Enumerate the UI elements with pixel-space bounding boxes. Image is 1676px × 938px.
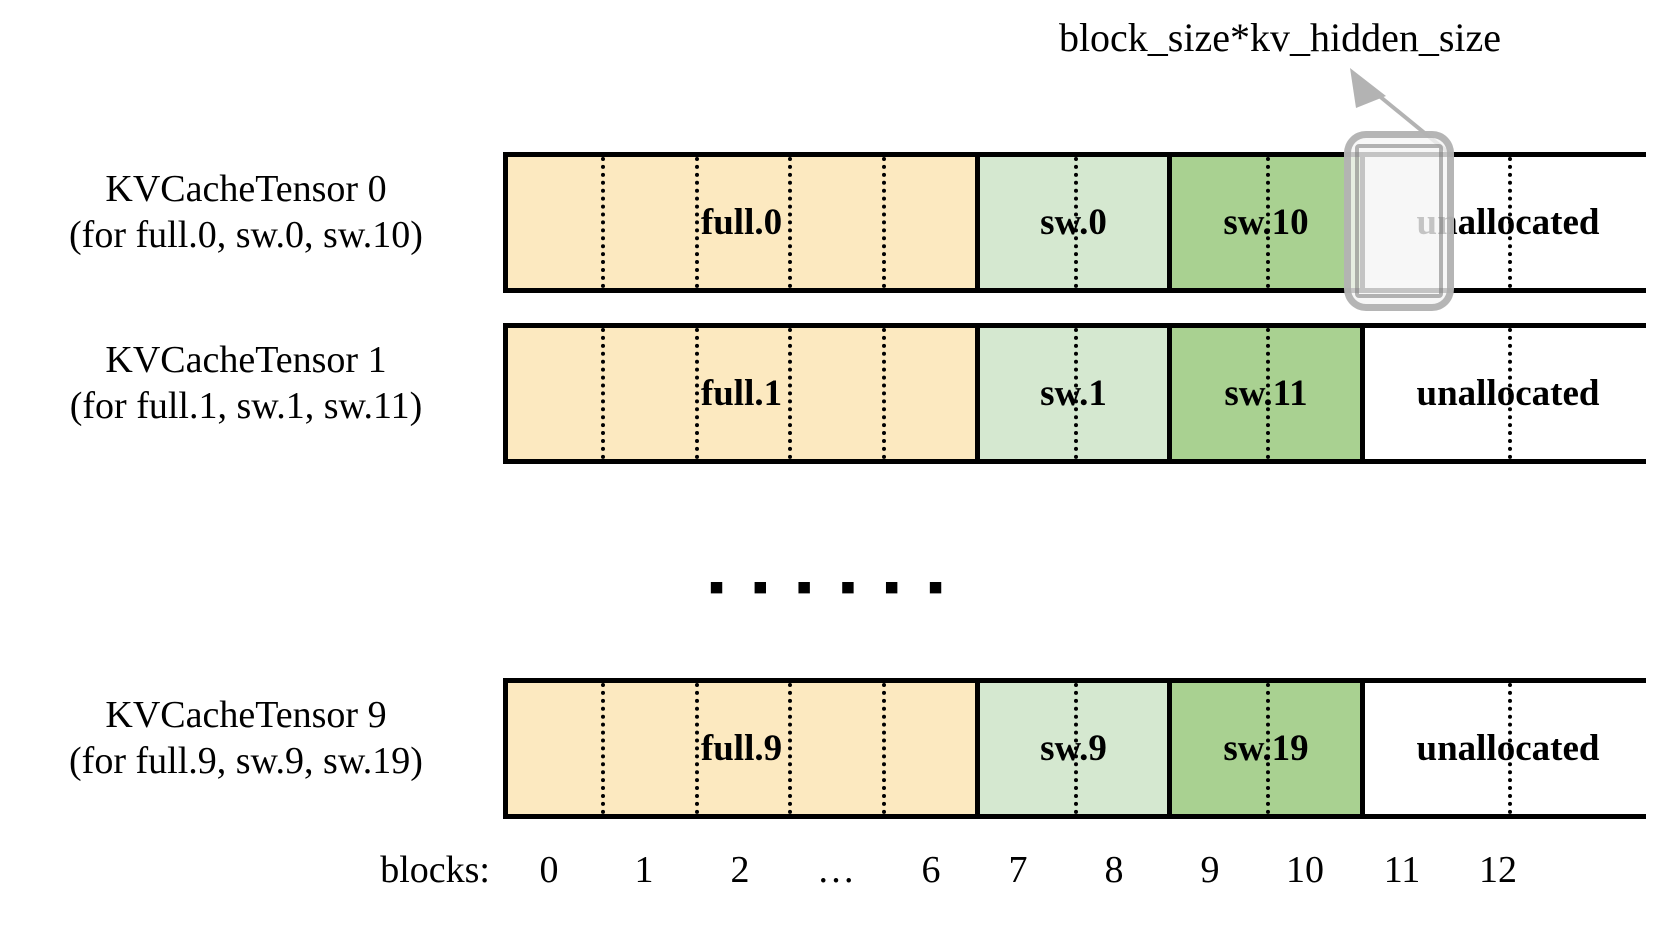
row-subtitle: (for full.0, sw.0, sw.10) xyxy=(69,214,423,257)
segment-label: full.9 xyxy=(700,727,783,769)
segment-label: sw.11 xyxy=(1224,372,1308,414)
block-tick-11: 11 xyxy=(1383,849,1421,891)
segment-label: sw.10 xyxy=(1223,201,1309,243)
block-tick-8: 8 xyxy=(1104,849,1124,891)
segment-sw-2[interactable]: sw.9 xyxy=(975,683,1167,814)
segment-label: sw.19 xyxy=(1223,727,1309,769)
segment-label: full.0 xyxy=(700,201,783,243)
block-tick-6: 6 xyxy=(921,849,941,891)
row-title: KVCacheTensor 0 xyxy=(105,168,387,210)
segment-label: unallocated xyxy=(1416,727,1600,769)
block-tick-7: 7 xyxy=(1008,849,1028,891)
segment-label: full.1 xyxy=(700,372,783,414)
block-tick-9: 9 xyxy=(1200,849,1220,891)
highlight-block-11 xyxy=(1344,131,1454,311)
rows-ellipsis: ▪ ▪ ▪ ▪ ▪ ▪ xyxy=(708,561,952,612)
segment-un-2[interactable]: unallocated xyxy=(1360,683,1651,814)
row-label-0: KVCacheTensor 0(for full.0, sw.0, sw.10) xyxy=(0,166,492,259)
segment-sw2-0[interactable]: sw.10 xyxy=(1167,157,1360,288)
block-tick-10: 10 xyxy=(1286,849,1324,891)
blocks-axis-caption: blocks: xyxy=(380,849,490,891)
segment-full-2[interactable]: full.9 xyxy=(508,683,975,814)
segment-sw2-2[interactable]: sw.19 xyxy=(1167,683,1360,814)
row-title: KVCacheTensor 1 xyxy=(105,339,387,381)
segment-label: unallocated xyxy=(1416,372,1600,414)
block-tick-…: … xyxy=(817,849,855,891)
segment-label: sw.9 xyxy=(1040,727,1107,769)
segment-un-1[interactable]: unallocated xyxy=(1360,328,1651,459)
segment-sw2-1[interactable]: sw.11 xyxy=(1167,328,1360,459)
segment-label: sw.1 xyxy=(1040,372,1107,414)
row-label-2: KVCacheTensor 9(for full.9, sw.9, sw.19) xyxy=(0,692,492,785)
segment-sw-1[interactable]: sw.1 xyxy=(975,328,1167,459)
row-subtitle: (for full.1, sw.1, sw.11) xyxy=(69,385,423,428)
row-title: KVCacheTensor 9 xyxy=(105,694,387,736)
block-tick-2: 2 xyxy=(730,849,750,891)
tensor-bar-1: full.1 sw.1 sw.11 unallocated xyxy=(503,323,1651,464)
row-label-1: KVCacheTensor 1(for full.1, sw.1, sw.11) xyxy=(0,337,492,430)
annotation-label: block_size*kv_hidden_size xyxy=(1058,15,1502,60)
block-tick-0: 0 xyxy=(539,849,559,891)
segment-full-0[interactable]: full.0 xyxy=(508,157,975,288)
tensor-bar-2: full.9 sw.9 sw.19 unallocated xyxy=(503,678,1651,819)
segment-full-1[interactable]: full.1 xyxy=(508,328,975,459)
block-tick-1: 1 xyxy=(634,849,654,891)
segment-sw-0[interactable]: sw.0 xyxy=(975,157,1167,288)
block-tick-12: 12 xyxy=(1479,849,1517,891)
row-subtitle: (for full.9, sw.9, sw.19) xyxy=(69,740,423,783)
segment-label: sw.0 xyxy=(1040,201,1107,243)
